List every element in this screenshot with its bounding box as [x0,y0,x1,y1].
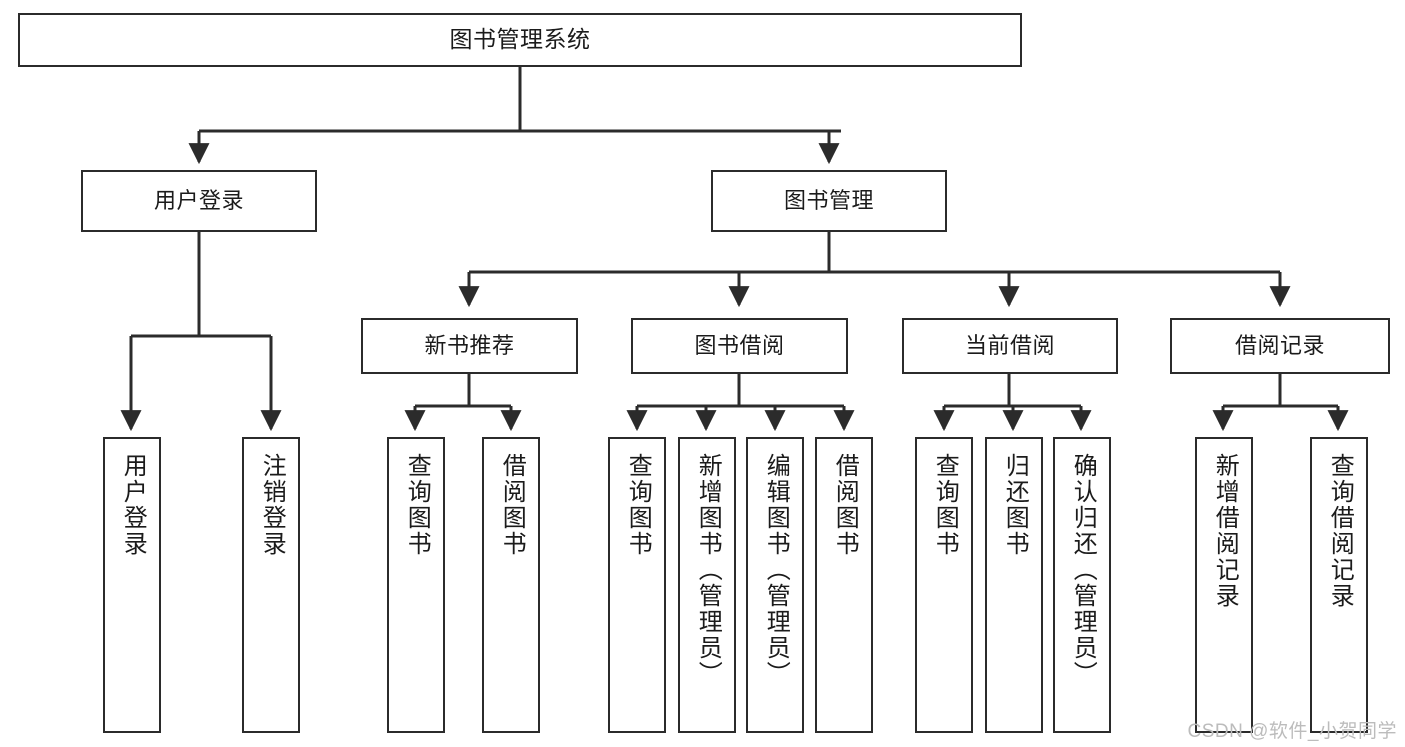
node-label: 编辑图书（管理员） [762,453,790,687]
node-label: 新增图书（管理员） [694,453,722,687]
node-label: 借阅记录 [1234,333,1325,359]
node-user-login[interactable]: 用户登录 [81,170,317,232]
node-current-borrow[interactable]: 当前借阅 [902,318,1118,374]
node-label: 借阅图书 [498,453,526,557]
node-label: 图书管理系统 [449,26,591,53]
node-label: 用户登录 [119,453,147,557]
node-label: 归还图书 [1001,453,1029,557]
node-leaf-borrow-book-2[interactable]: 借阅图书 [815,437,873,733]
node-leaf-edit-book[interactable]: 编辑图书（管理员） [746,437,804,733]
node-label: 新书推荐 [424,333,515,359]
node-label: 图书借阅 [694,333,785,359]
node-label: 查询借阅记录 [1326,453,1354,609]
node-leaf-logout[interactable]: 注销登录 [242,437,300,733]
node-leaf-query-book-1[interactable]: 查询图书 [387,437,445,733]
node-label: 当前借阅 [964,333,1055,359]
node-label: 借阅图书 [831,453,859,557]
node-new-book-recommend[interactable]: 新书推荐 [361,318,578,374]
node-book-borrow[interactable]: 图书借阅 [631,318,848,374]
node-label: 用户登录 [153,188,244,214]
node-label: 图书管理 [783,188,874,214]
node-borrow-record[interactable]: 借阅记录 [1170,318,1390,374]
node-book-manage[interactable]: 图书管理 [711,170,947,232]
csdn-watermark: CSDN @软件_小贺同学 [1187,721,1397,742]
node-leaf-add-book[interactable]: 新增图书（管理员） [678,437,736,733]
node-leaf-query-book-2[interactable]: 查询图书 [608,437,666,733]
node-label: 确认归还（管理员） [1069,453,1097,687]
node-label: 注销登录 [258,453,286,557]
node-leaf-confirm-return[interactable]: 确认归还（管理员） [1053,437,1111,733]
node-leaf-query-book-3[interactable]: 查询图书 [915,437,973,733]
node-leaf-user-login[interactable]: 用户登录 [103,437,161,733]
node-leaf-borrow-book-1[interactable]: 借阅图书 [482,437,540,733]
node-leaf-return-book[interactable]: 归还图书 [985,437,1043,733]
node-label: 新增借阅记录 [1211,453,1239,609]
node-leaf-add-record[interactable]: 新增借阅记录 [1195,437,1253,733]
node-leaf-query-record[interactable]: 查询借阅记录 [1310,437,1368,733]
node-label: 查询图书 [931,453,959,557]
node-label: 查询图书 [624,453,652,557]
node-label: 查询图书 [403,453,431,557]
node-root-system[interactable]: 图书管理系统 [18,13,1022,67]
